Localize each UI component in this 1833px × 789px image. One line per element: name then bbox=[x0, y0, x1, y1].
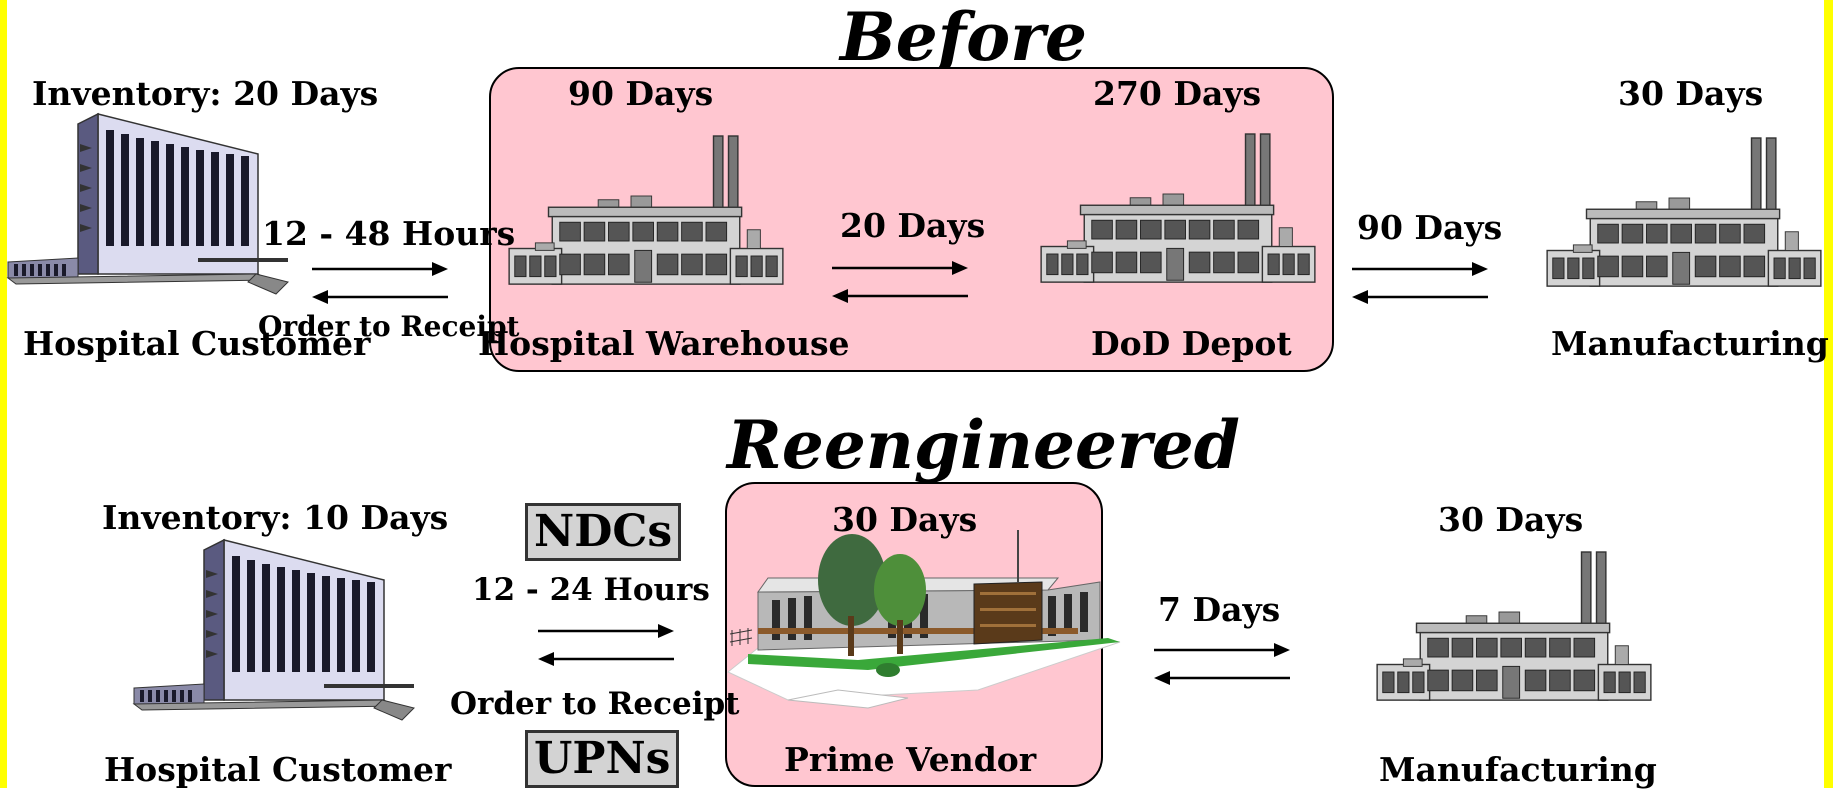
before-manufacturing-days: 30 Days bbox=[1618, 74, 1764, 113]
before-warehouse-days: 90 Days bbox=[568, 74, 714, 113]
office-building-icon bbox=[727, 530, 1121, 709]
reengineered-customer-label: Hospital Customer bbox=[104, 750, 452, 789]
factory-icon bbox=[1546, 137, 1822, 287]
before-link1-caption: Order to Receipt bbox=[258, 310, 520, 343]
reengineered-customer-inventory: Inventory: 10 Days bbox=[102, 498, 449, 537]
ndcs-badge: NDCs bbox=[525, 503, 682, 561]
reengineered-manufacturing-label: Manufacturing bbox=[1379, 750, 1657, 789]
reengineered-vendor-days: 30 Days bbox=[832, 500, 978, 539]
before-link1-time: 12 - 48 Hours bbox=[262, 214, 516, 253]
reengineered-link2-time: 7 Days bbox=[1158, 590, 1281, 629]
before-customer-label: Hospital Customer bbox=[23, 324, 371, 363]
before-customer-inventory: Inventory: 20 Days bbox=[32, 74, 379, 113]
before-title: Before bbox=[840, 0, 1087, 76]
before-manufacturing-label: Manufacturing bbox=[1551, 324, 1829, 363]
reengineered-link1-arrows bbox=[536, 622, 676, 668]
reengineered-manufacturing-days: 30 Days bbox=[1438, 500, 1584, 539]
reengineered-title: Reengineered bbox=[727, 406, 1240, 484]
reengineered-link2-arrows bbox=[1152, 641, 1292, 687]
hospital-building-icon bbox=[7, 113, 289, 295]
before-depot-days: 270 Days bbox=[1093, 74, 1262, 113]
before-link2-arrows bbox=[830, 259, 970, 305]
before-depot-label: DoD Depot bbox=[1091, 324, 1292, 363]
before-link2-time: 20 Days bbox=[840, 206, 986, 245]
factory-icon bbox=[508, 135, 784, 285]
before-link3-arrows bbox=[1350, 260, 1490, 306]
before-link1-arrows bbox=[310, 260, 450, 306]
hospital-building-icon bbox=[133, 539, 415, 721]
before-warehouse-label: Hospital Warehouse bbox=[478, 324, 850, 363]
factory-icon bbox=[1376, 551, 1652, 701]
before-link3-time: 90 Days bbox=[1357, 208, 1503, 247]
upns-badge: UPNs bbox=[525, 730, 680, 788]
reengineered-link1-time: 12 - 24 Hours bbox=[472, 572, 710, 608]
factory-icon bbox=[1040, 133, 1316, 283]
reengineered-link1-caption: Order to Receipt bbox=[450, 686, 740, 722]
reengineered-vendor-label: Prime Vendor bbox=[784, 740, 1037, 779]
